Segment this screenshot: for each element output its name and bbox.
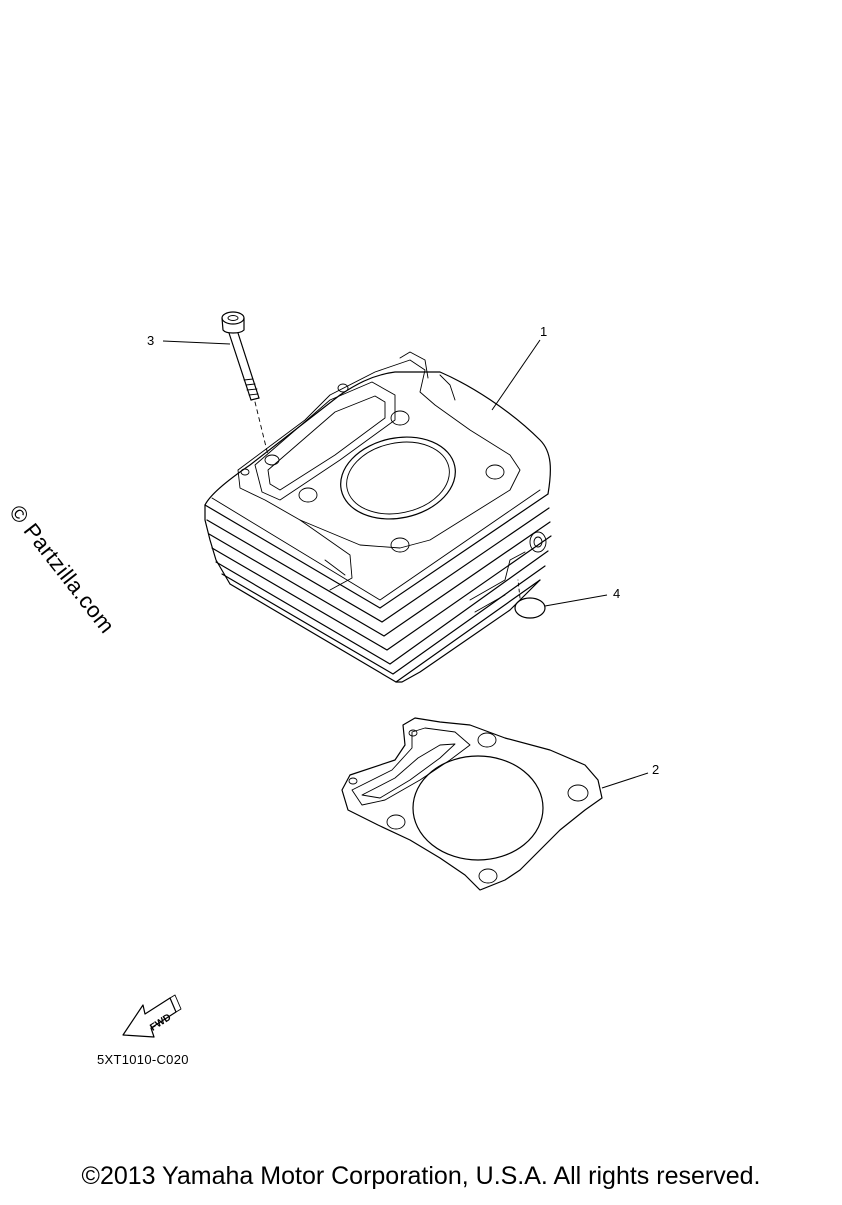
leader-bolt bbox=[162, 340, 231, 345]
cylinder-block bbox=[204, 351, 552, 683]
forward-arrow-icon: FWD bbox=[122, 994, 182, 1038]
fwd-label: FWD bbox=[148, 1012, 173, 1034]
leader-gasket bbox=[601, 772, 649, 789]
diagram-code: 5XT1010-C020 bbox=[97, 1052, 189, 1067]
callout-1: 1 bbox=[540, 324, 547, 339]
copyright-notice: ©2013 Yamaha Motor Corporation, U.S.A. A… bbox=[81, 1162, 761, 1190]
callout-4: 4 bbox=[613, 586, 620, 601]
cylinder-gasket bbox=[341, 717, 603, 891]
o-ring bbox=[514, 579, 546, 619]
callout-2: 2 bbox=[652, 762, 659, 777]
cylinder-bolt bbox=[221, 311, 269, 456]
leader-o-ring bbox=[544, 594, 608, 607]
leader-cylinder bbox=[491, 339, 541, 411]
callout-3: 3 bbox=[147, 333, 154, 348]
